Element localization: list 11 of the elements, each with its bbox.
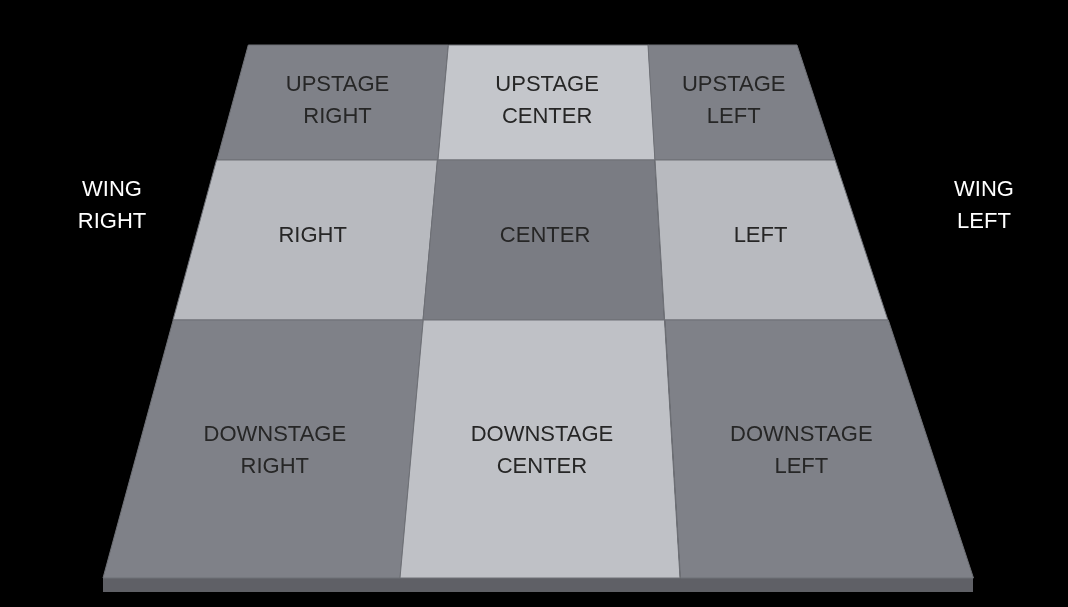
area-label: DOWNSTAGE CENTER [469,420,615,480]
area-label: UPSTAGE CENTER [494,70,600,130]
area-label: UPSTAGE RIGHT [284,70,391,130]
area-label: UPSTAGE LEFT [680,70,787,130]
wing-label: WING RIGHT [76,175,148,235]
area-label: DOWNSTAGE LEFT [729,420,874,480]
area-label: CENTER [498,221,592,250]
area-label: RIGHT [277,221,348,250]
wing-label: WING LEFT [953,175,1015,235]
area-label: DOWNSTAGE RIGHT [202,420,348,480]
area-label: LEFT [732,221,789,250]
